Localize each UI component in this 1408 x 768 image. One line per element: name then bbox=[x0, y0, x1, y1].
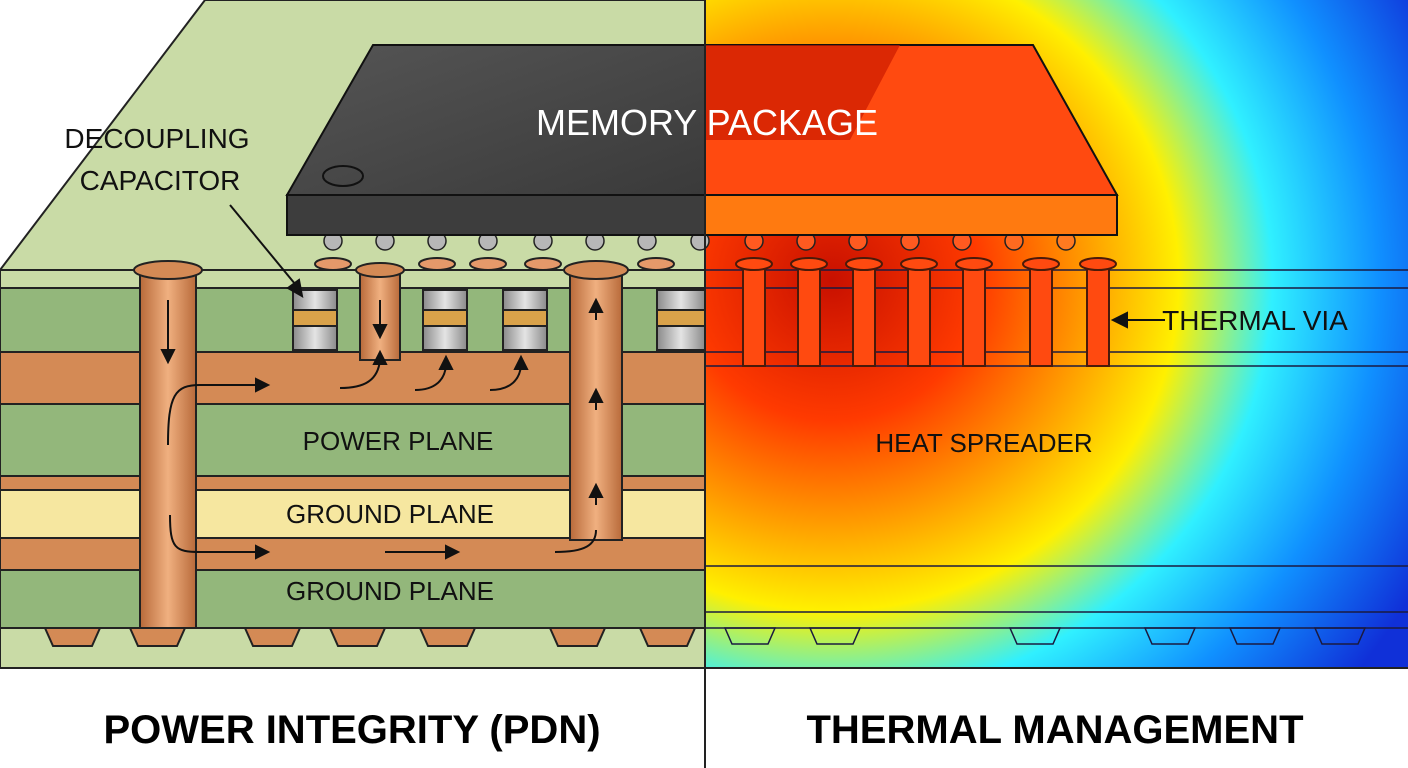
thermal-via-5 bbox=[963, 264, 985, 366]
memory-package-label: MEMORY PACKAGE bbox=[536, 102, 878, 143]
ground-copper-layer bbox=[0, 538, 705, 570]
capacitor-3 bbox=[503, 290, 547, 350]
thermal-via-3 bbox=[853, 264, 875, 366]
thermal-via-label: THERMAL VIA bbox=[1162, 305, 1348, 336]
capacitor-1 bbox=[293, 290, 337, 350]
decoupling-capacitor-label-line1: DECOUPLING bbox=[64, 123, 249, 154]
thermal-via-2 bbox=[798, 264, 820, 366]
ground-plane-lower-label: GROUND PLANE bbox=[286, 576, 494, 606]
capacitor-2 bbox=[423, 290, 467, 350]
memory-package bbox=[287, 45, 1117, 250]
capacitor-4 bbox=[657, 290, 705, 350]
bottom-pads-left bbox=[45, 628, 695, 646]
ground-plane-upper-label: GROUND PLANE bbox=[286, 499, 494, 529]
thermal-via-4 bbox=[908, 264, 930, 366]
power-plane-label: POWER PLANE bbox=[303, 426, 494, 456]
decoupling-capacitor-label-line2: CAPACITOR bbox=[80, 165, 241, 196]
right-caption: THERMAL MANAGEMENT bbox=[806, 708, 1303, 752]
heat-spreader-label: HEAT SPREADER bbox=[875, 428, 1092, 458]
thermal-via-7 bbox=[1087, 264, 1109, 366]
thermal-via-1 bbox=[743, 264, 765, 366]
left-caption: POWER INTEGRITY (PDN) bbox=[103, 708, 600, 752]
thermal-via-6 bbox=[1030, 264, 1052, 366]
